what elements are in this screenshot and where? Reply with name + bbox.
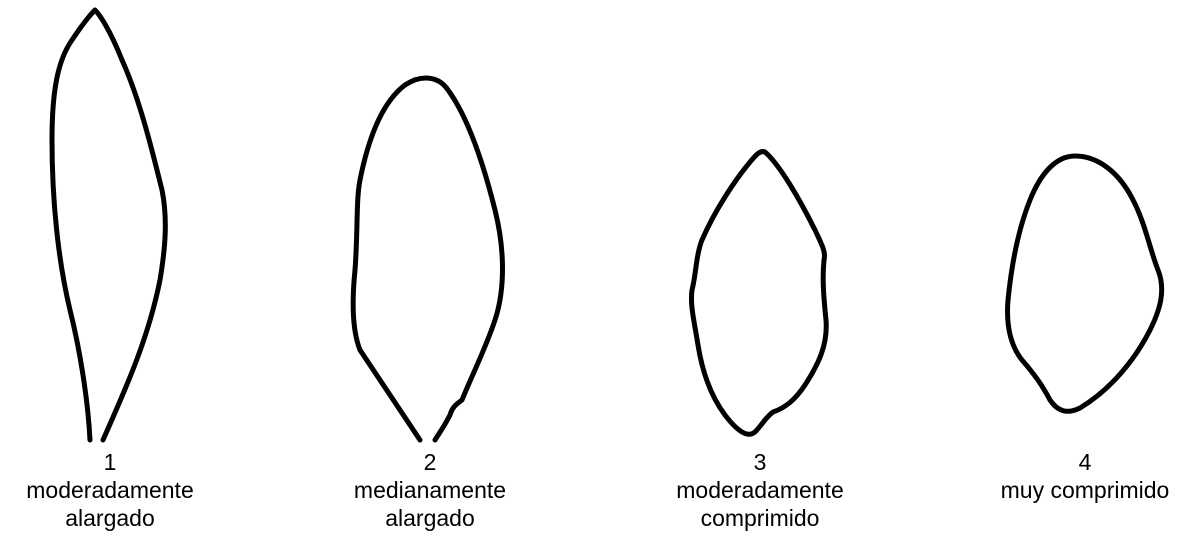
leaf-outline-1 [49,7,168,443]
shape-number: 2 [423,449,437,475]
shape-label-line1: moderadamente [676,477,844,503]
shape-label-line1: muy comprimido [1000,477,1170,503]
shape-label-line2: comprimido [700,505,820,531]
shape-number: 1 [103,449,117,475]
shape-number: 4 [1078,449,1092,475]
leaf-outline-2 [350,75,505,443]
shape-caption-4: 4 muy comprimido [985,448,1185,504]
shape-label-line2: alargado [385,505,475,531]
shape-label-line1: moderadamente [26,477,194,503]
leaf-outline-3 [689,149,829,437]
shape-number: 3 [753,449,767,475]
shape-caption-2: 2 medianamente alargado [330,448,530,532]
shape-caption-3: 3 moderadamente comprimido [660,448,860,532]
leaf-outline-4 [1005,153,1165,414]
shape-label-line1: medianamente [353,477,507,503]
shape-caption-1: 1 moderadamente alargado [10,448,210,532]
shape-label-line2: alargado [65,505,155,531]
